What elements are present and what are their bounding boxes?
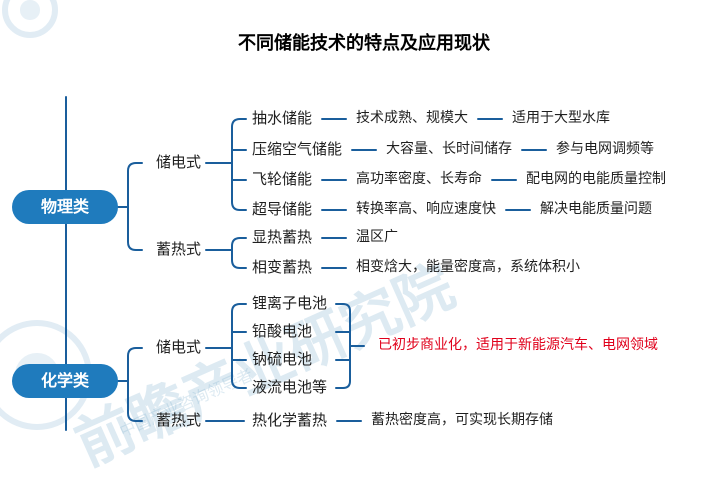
- category-pill-1: 化学类: [12, 364, 118, 398]
- item-feature-0-0-3: 转换率高、响应速度快: [356, 201, 497, 217]
- item-name-0-1-0: 显热蓄热: [252, 228, 313, 246]
- item-name-1-1-0: 热化学蓄热: [252, 411, 328, 429]
- item-feature-0-0-0: 技术成熟、规模大: [356, 110, 469, 126]
- group-label-1-0: 储电式: [156, 338, 202, 356]
- item-name-1-0-2: 钠硫电池: [252, 350, 313, 368]
- item-name-1-0-3: 液流电池等: [252, 378, 328, 396]
- item-feature-0-1-0: 温区广: [356, 229, 399, 245]
- page-title: 不同储能技术的特点及应用现状: [238, 33, 490, 54]
- group-bracket-1-0: [231, 303, 247, 389]
- category-bracket-0: [127, 162, 143, 251]
- group-label-0-1: 蓄热式: [156, 240, 202, 258]
- item-name-0-0-3: 超导储能: [252, 200, 313, 218]
- item-feature-0-0-1: 大容量、长时间储存: [386, 141, 513, 157]
- group-bracket-0-0: [231, 118, 247, 211]
- note-bracket-1-0: [335, 303, 351, 389]
- item-application-0-0-3: 解决电能质量问题: [540, 201, 653, 217]
- item-application-0-0-1: 参与电网调频等: [556, 141, 655, 157]
- item-name-0-0-0: 抽水储能: [252, 109, 313, 127]
- item-application-0-0-2: 配电网的电能质量控制: [526, 171, 667, 187]
- item-name-1-0-0: 锂离子电池: [252, 294, 328, 312]
- item-name-1-0-1: 铅酸电池: [252, 322, 313, 340]
- item-feature-0-1-1: 相变焓大，能量密度高，系统体积小: [356, 259, 581, 275]
- item-feature-0-0-2: 高功率密度、长寿命: [356, 171, 483, 187]
- category-bracket-1: [127, 347, 143, 422]
- group-bracket-0-1: [231, 237, 247, 269]
- shared-note-1-0: 已初步商业化，适用于新能源汽车、电网领域: [378, 337, 658, 353]
- item-name-0-0-2: 飞轮储能: [252, 170, 313, 188]
- category-pill-0: 物理类: [12, 190, 118, 224]
- item-application-0-0-0: 适用于大型水库: [512, 110, 611, 126]
- connector-lines: [65, 96, 548, 431]
- group-label-1-1: 蓄热式: [156, 411, 202, 429]
- group-label-0-0: 储电式: [156, 153, 202, 171]
- item-name-0-0-1: 压缩空气储能: [252, 140, 343, 158]
- item-feature-1-1-0: 蓄热密度高，可实现长期存储: [371, 412, 554, 428]
- item-name-0-1-1: 相变蓄热: [252, 258, 313, 276]
